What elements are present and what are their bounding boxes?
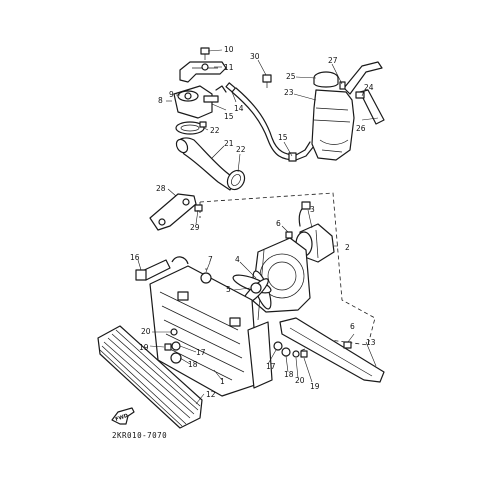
callout-label: 6 [276, 219, 281, 228]
radiator-grill [97, 325, 203, 429]
callout-label: 10 [224, 45, 234, 54]
collar-17-right [273, 341, 283, 351]
grommet-18-left [170, 352, 182, 364]
callout-label: 15 [278, 133, 288, 142]
filler-neck [173, 85, 227, 119]
callout-label: 16 [130, 253, 140, 262]
callout-label: 21 [224, 139, 234, 148]
hose-24 [355, 89, 385, 125]
callout-label: 23 [284, 88, 294, 97]
callout-label: 5 [226, 285, 231, 294]
callout-label: 8 [158, 96, 163, 105]
callout-label: 29 [190, 223, 200, 232]
callout-labels: 10 11 30 27 9 25 24 8 23 14 15 26 22 15 … [130, 45, 376, 399]
callout-label: 22 [210, 126, 220, 135]
breather-hose [225, 82, 315, 162]
bolt-6-upper [285, 231, 293, 239]
washer-20-right [292, 350, 300, 358]
callout-label: 3 [310, 205, 315, 214]
hose-27 [339, 61, 383, 95]
leader-lines [137, 49, 379, 405]
callout-label: 17 [266, 362, 276, 371]
radiator-guard [279, 317, 385, 383]
bolt-29 [194, 204, 203, 212]
callout-label: 20 [295, 376, 305, 385]
callout-label: 14 [234, 104, 244, 113]
callout-label: 2 [345, 243, 350, 252]
callout-label: 6 [350, 322, 355, 331]
callout-label: 30 [250, 52, 260, 61]
rubber-16 [135, 269, 147, 281]
callout-label: 15 [224, 112, 234, 121]
grommet-7 [200, 268, 212, 284]
bolt-30 [262, 74, 272, 88]
callout-label: 4 [235, 255, 240, 264]
hose-bracket [179, 61, 227, 83]
callout-label: 12 [206, 390, 216, 399]
grommet-18-right [281, 347, 291, 357]
callout-label: 25 [286, 72, 296, 81]
callout-label: 22 [236, 145, 246, 154]
bolt-6-lower [343, 341, 352, 349]
callout-label: 18 [284, 370, 294, 379]
callout-label: 18 [188, 360, 198, 369]
callout-label: 26 [356, 124, 366, 133]
reservoir-tank [311, 89, 355, 161]
fwd-label: FWD [115, 413, 129, 423]
collar-17-left [171, 341, 181, 351]
callout-label: 27 [328, 56, 338, 65]
fwd-arrow-icon: FWD [111, 407, 135, 425]
bolt-10 [200, 47, 210, 60]
callout-label: 1 [220, 377, 225, 386]
callout-label: 24 [364, 83, 374, 92]
callout-label: 19 [310, 382, 320, 391]
callout-label: 13 [366, 338, 376, 347]
radiator-side-panel [247, 321, 273, 389]
callout-label: 19 [139, 343, 149, 352]
diagram-code: 2KR010-7070 [112, 431, 167, 440]
bolt-19-right [300, 350, 308, 358]
callout-label: 17 [196, 348, 206, 357]
bracket-28 [149, 193, 197, 231]
callout-label: 7 [208, 255, 213, 264]
hose-clamp-22-lower [226, 169, 246, 191]
reservoir-cap [313, 71, 339, 88]
callout-label: 20 [141, 327, 151, 336]
callout-label: 11 [224, 63, 234, 72]
callout-label: 28 [156, 184, 166, 193]
hose-clamp-22-upper [175, 121, 207, 135]
callout-label: 9 [169, 90, 174, 99]
bolt-19-left [164, 343, 172, 351]
radiator-hose-21 [175, 137, 237, 191]
